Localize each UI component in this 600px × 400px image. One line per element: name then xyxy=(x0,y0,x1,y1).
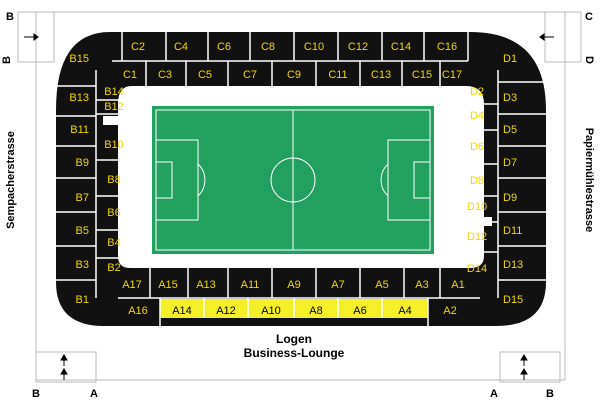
section-label-a17[interactable]: A17 xyxy=(122,279,142,291)
section-label-c1[interactable]: C1 xyxy=(123,69,137,81)
section-label-a16[interactable]: A16 xyxy=(128,305,148,317)
section-label-a13[interactable]: A13 xyxy=(196,279,216,291)
section-label-a2[interactable]: A2 xyxy=(443,305,456,317)
section-label-d4[interactable]: D4 xyxy=(470,110,484,122)
entrance-letter-bottom-left-a: A xyxy=(90,388,98,400)
section-label-d14[interactable]: D14 xyxy=(467,263,487,275)
arrow-up-icon xyxy=(60,354,68,380)
section-label-b10[interactable]: B10 xyxy=(104,139,124,151)
arrow-up-icon xyxy=(520,354,528,380)
entrance-letter-bottom-left-b: B xyxy=(32,388,40,400)
section-label-c11[interactable]: C11 xyxy=(328,69,347,81)
section-label-a8[interactable]: A8 xyxy=(309,305,322,317)
section-label-d3[interactable]: D3 xyxy=(503,92,517,104)
section-label-c15[interactable]: C15 xyxy=(412,69,432,81)
section-label-c14[interactable]: C14 xyxy=(391,41,411,53)
section-label-a6[interactable]: A6 xyxy=(353,305,366,317)
section-label-d8[interactable]: D8 xyxy=(470,175,484,187)
section-label-c16[interactable]: C16 xyxy=(437,41,457,53)
section-label-b9[interactable]: B9 xyxy=(76,157,89,169)
white-notch-left xyxy=(103,116,127,125)
section-label-d6[interactable]: D6 xyxy=(470,141,484,153)
pitch xyxy=(152,106,434,254)
section-label-d15[interactable]: D15 xyxy=(503,294,523,306)
lounge-label-business: Business-Lounge xyxy=(244,346,345,360)
entrance-letter-bottom-right-a: A xyxy=(490,388,498,400)
arrow-left-icon xyxy=(539,33,554,41)
section-label-d11[interactable]: D11 xyxy=(503,225,522,237)
section-label-d5[interactable]: D5 xyxy=(503,124,517,136)
lounge-label-logen: Logen xyxy=(276,332,312,346)
section-label-a5[interactable]: A5 xyxy=(375,279,388,291)
entrance-letter-top-right: C xyxy=(585,11,593,23)
section-label-c2[interactable]: C2 xyxy=(131,41,145,53)
section-label-c8[interactable]: C8 xyxy=(261,41,275,53)
section-label-d7[interactable]: D7 xyxy=(503,157,517,169)
section-label-a1[interactable]: A1 xyxy=(451,279,464,291)
section-label-a14[interactable]: A14 xyxy=(172,305,192,317)
section-label-d9[interactable]: D9 xyxy=(503,192,517,204)
section-label-a3[interactable]: A3 xyxy=(415,279,428,291)
section-label-a11[interactable]: A11 xyxy=(241,279,260,291)
section-label-b7[interactable]: B7 xyxy=(76,192,89,204)
section-label-c13[interactable]: C13 xyxy=(371,69,391,81)
section-label-b6[interactable]: B6 xyxy=(107,207,120,219)
section-label-b8[interactable]: B8 xyxy=(107,174,120,186)
entrance-letter-side-right: D xyxy=(583,56,595,64)
section-label-b3[interactable]: B3 xyxy=(76,259,89,271)
section-label-d10[interactable]: D10 xyxy=(467,201,487,213)
section-label-c6[interactable]: C6 xyxy=(217,41,231,53)
section-label-d13[interactable]: D13 xyxy=(503,259,523,271)
white-notch-right xyxy=(462,217,492,226)
section-label-c7[interactable]: C7 xyxy=(243,69,257,81)
section-label-a9[interactable]: A9 xyxy=(287,279,300,291)
section-label-c4[interactable]: C4 xyxy=(174,41,188,53)
section-label-c9[interactable]: C9 xyxy=(287,69,301,81)
section-label-c12[interactable]: C12 xyxy=(348,41,368,53)
entrance-letter-bottom-right-b: B xyxy=(546,388,554,400)
west-street-label: Sempacherstrasse xyxy=(5,131,17,229)
section-label-d2[interactable]: D2 xyxy=(470,86,484,98)
section-label-b2[interactable]: B2 xyxy=(107,262,120,274)
section-label-b15[interactable]: B15 xyxy=(69,53,89,65)
entrance-letter-top-left: B xyxy=(6,11,14,23)
section-label-c5[interactable]: C5 xyxy=(198,69,212,81)
section-label-b12[interactable]: B12 xyxy=(104,101,124,113)
section-label-b5[interactable]: B5 xyxy=(76,225,89,237)
east-street-label: Papiermühlestrasse xyxy=(583,128,595,233)
section-label-c10[interactable]: C10 xyxy=(304,41,324,53)
section-label-c17[interactable]: C17 xyxy=(442,69,462,81)
arrow-right-icon xyxy=(24,33,39,41)
section-label-b14[interactable]: B14 xyxy=(104,86,124,98)
section-label-a10[interactable]: A10 xyxy=(261,305,281,317)
section-label-b4[interactable]: B4 xyxy=(107,237,120,249)
section-label-d12[interactable]: D12 xyxy=(467,231,487,243)
entrance-arrows xyxy=(24,33,554,380)
section-label-b11[interactable]: B11 xyxy=(70,124,89,136)
section-dividers xyxy=(56,32,546,326)
section-label-b13[interactable]: B13 xyxy=(69,92,89,104)
pitch-markings xyxy=(155,109,431,251)
section-label-b1[interactable]: B1 xyxy=(76,294,89,306)
section-label-a15[interactable]: A15 xyxy=(158,279,178,291)
entrance-letter-side-left: B xyxy=(1,56,13,64)
section-label-d1[interactable]: D1 xyxy=(503,53,517,65)
section-label-c3[interactable]: C3 xyxy=(158,69,172,81)
section-label-a7[interactable]: A7 xyxy=(331,279,344,291)
section-label-a4[interactable]: A4 xyxy=(398,305,411,317)
section-label-a12[interactable]: A12 xyxy=(216,305,236,317)
stand-ring xyxy=(56,32,546,326)
